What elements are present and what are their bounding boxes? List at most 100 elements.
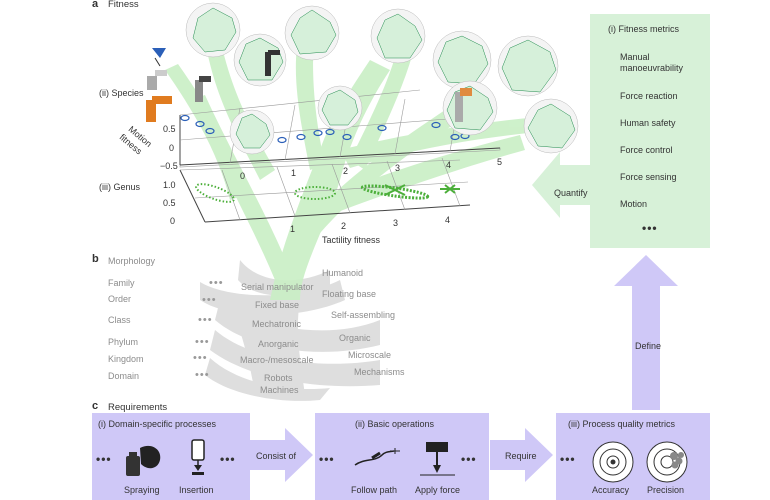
- robot-icons: [146, 48, 472, 122]
- insertion-label: Insertion: [179, 485, 214, 495]
- tactility-tick: 5: [497, 157, 503, 167]
- taxon-mechatronic: Mechatronic: [252, 319, 302, 329]
- taxon-fixed-base: Fixed base: [255, 300, 300, 310]
- motion-tick: 0: [170, 216, 176, 226]
- kuka-robot-icon: [146, 96, 172, 122]
- panel-a-letter: a: [92, 0, 99, 10]
- rank-order: Order: [108, 294, 132, 304]
- box2-ellipsis-left: •••: [319, 452, 335, 466]
- taxon-robots: Robots: [264, 373, 293, 383]
- genus-label: (iii) Genus: [99, 182, 141, 192]
- tactility-tick: 4: [445, 215, 451, 225]
- taxon-machines: Machines: [260, 385, 299, 395]
- fitness-metrics-title: (i) Fitness metrics: [608, 24, 680, 34]
- cobot-icon: [195, 76, 211, 102]
- morphology-tree: [200, 260, 380, 401]
- tactility-tick: 0: [240, 171, 246, 181]
- metric-item: manoeuvrability: [620, 63, 684, 73]
- industrial-robot-icon: [147, 70, 167, 90]
- species-label: (ii) Species: [99, 88, 144, 98]
- spraying-label: Spraying: [124, 485, 160, 495]
- radar-charts: [185, 2, 579, 155]
- domain-processes-title: (i) Domain-specific processes: [98, 419, 217, 429]
- tactility-tick: 2: [343, 166, 349, 176]
- domain-processes-box: (i) Domain-specific processes ••• ••• Sp…: [92, 413, 250, 500]
- box1-ellipsis-right: •••: [220, 452, 236, 466]
- follow-path-label: Follow path: [351, 485, 398, 495]
- box1-ellipsis-left: •••: [96, 452, 112, 466]
- rank-ellipsis: •••: [193, 352, 208, 364]
- tactility-tick: 3: [395, 163, 401, 173]
- panel-c-title: Requirements: [108, 402, 168, 413]
- basic-operations-title: (ii) Basic operations: [355, 419, 435, 429]
- panel-b-letter: b: [92, 253, 99, 265]
- apply-force-label: Apply force: [415, 485, 461, 495]
- radar-chart: [185, 2, 241, 58]
- tactility-tick: 3: [393, 218, 399, 228]
- taxon-self-assembling: Self-assembling: [331, 310, 396, 320]
- rank-ellipsis: •••: [195, 336, 210, 348]
- taxon-floating-base: Floating base: [322, 289, 377, 299]
- rank-ellipsis: •••: [202, 294, 217, 306]
- tactility-tick: 1: [291, 168, 297, 178]
- panel-c-letter: c: [92, 400, 99, 412]
- metric-item: Force sensing: [620, 172, 677, 182]
- metric-item: Motion: [620, 199, 648, 209]
- taxon-organic: Organic: [339, 333, 371, 343]
- accuracy-label: Accuracy: [592, 485, 630, 495]
- motion-tick: 0.5: [163, 124, 176, 134]
- fitness-metrics-box: (i) Fitness metrics Manual manoeuvrabili…: [590, 14, 710, 248]
- metric-item: Force reaction: [620, 91, 678, 101]
- quality-metrics-title: (iii) Process quality metrics: [568, 419, 676, 429]
- taxon-microscale: Microscale: [348, 350, 392, 360]
- panel-b-title: Morphology: [108, 256, 156, 266]
- precision-label: Precision: [647, 485, 685, 495]
- metric-item: Force control: [620, 145, 673, 155]
- taxon-humanoid: Humanoid: [322, 268, 364, 278]
- tactility-axis-label: Tactility fitness: [322, 235, 381, 245]
- motion-tick: −0.5: [160, 161, 178, 171]
- radar-chart: [432, 30, 492, 90]
- quantify-label: Quantify: [554, 188, 588, 198]
- require-label: Require: [505, 451, 537, 461]
- rank-domain: Domain: [108, 371, 140, 381]
- radar-chart: [284, 5, 340, 61]
- tactility-tick: 2: [341, 221, 347, 231]
- basic-operations-box: (ii) Basic operations ••• ••• Follow pat…: [315, 413, 489, 500]
- radar-chart: [370, 8, 426, 64]
- require-arrow: [490, 428, 553, 482]
- quantify-arrow: [532, 152, 590, 218]
- radar-chart: [233, 33, 287, 87]
- rank-kingdom: Kingdom: [108, 354, 144, 364]
- radar-chart: [523, 98, 579, 154]
- rank-family: Family: [108, 278, 135, 288]
- quality-metrics-box: (iii) Process quality metrics ••• Accura…: [556, 413, 710, 500]
- define-arrow: [614, 255, 678, 410]
- metrics-ellipsis: •••: [642, 221, 658, 235]
- metric-item: Human safety: [620, 118, 676, 128]
- delta-robot-icon: [152, 48, 166, 67]
- define-label: Define: [635, 341, 662, 351]
- motion-tick: 0: [169, 143, 175, 153]
- rank-ellipsis: •••: [195, 369, 210, 381]
- box3-ellipsis-left: •••: [560, 452, 576, 466]
- taxon-anorganic: Anorganic: [258, 339, 299, 349]
- taxon-serial-manipulator: Serial manipulator: [241, 282, 314, 292]
- motion-tick: 1.0: [163, 180, 176, 190]
- box2-ellipsis-right: •••: [461, 452, 477, 466]
- species-points: [180, 114, 470, 144]
- rank-ellipsis: •••: [198, 314, 213, 326]
- rank-phylum: Phylum: [108, 337, 139, 347]
- metric-item: Manual: [620, 52, 650, 62]
- radar-chart: [317, 85, 363, 131]
- taxon-mechanisms: Mechanisms: [354, 367, 405, 377]
- rank-ellipsis: •••: [209, 277, 224, 289]
- consist-of-label: Consist of: [256, 451, 297, 461]
- taxon-macro-mesoscale: Macro-/mesoscale: [240, 355, 314, 365]
- tactility-tick: 4: [446, 160, 452, 170]
- radar-chart: [229, 109, 275, 155]
- panel-a-title: Fitness: [108, 0, 139, 10]
- gripper-robot-icon: [265, 50, 280, 76]
- arm-robot-icon: [455, 88, 472, 122]
- rank-class: Class: [108, 315, 131, 325]
